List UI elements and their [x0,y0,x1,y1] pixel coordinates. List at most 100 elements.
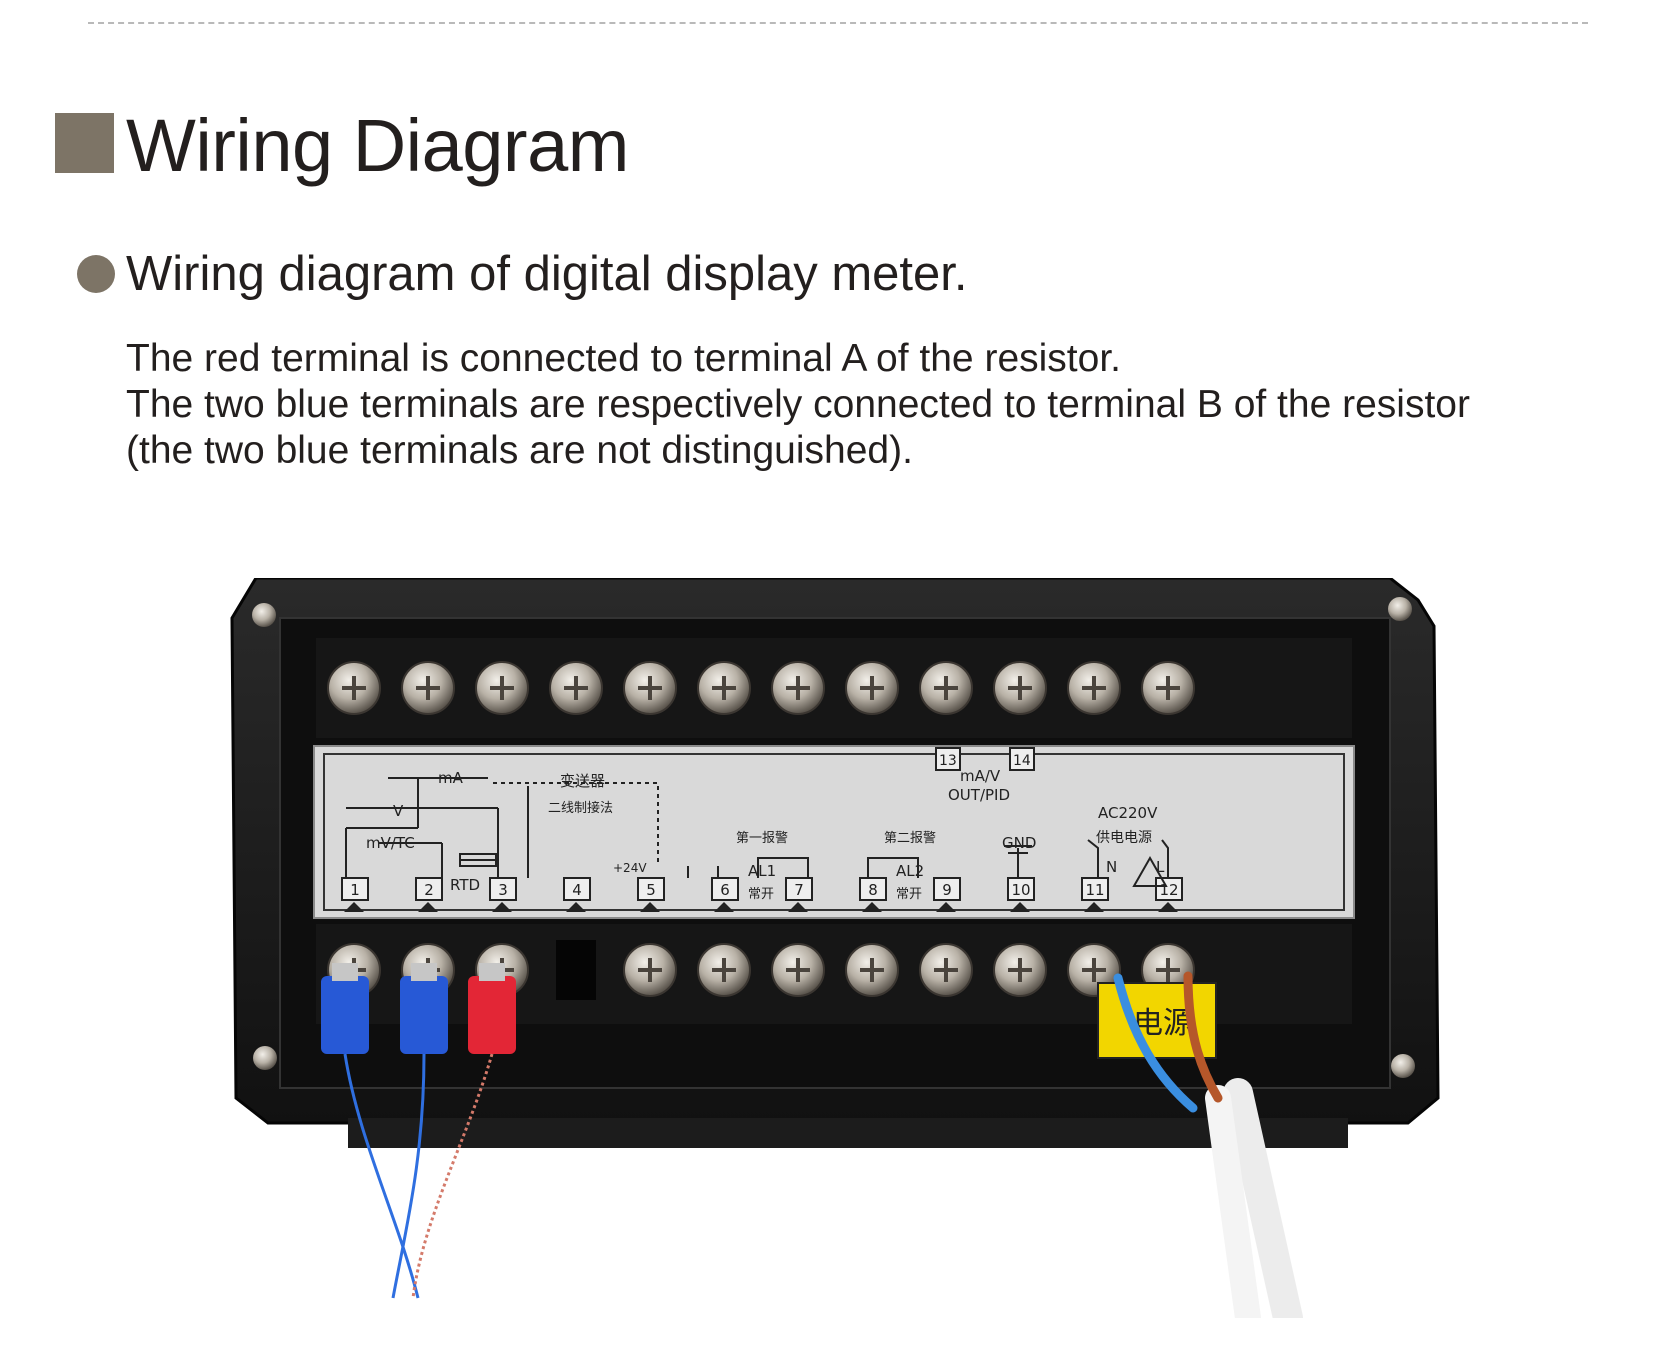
terminal-box-11 [1081,877,1109,901]
blue-connector-1 [321,963,369,1054]
terminal-number-5: 5 [646,881,656,899]
terminal-number-3: 3 [498,881,508,899]
power-cable [1113,971,1303,1318]
bottom-screw-slot-9 [934,958,958,982]
label-out-pid: OUT/PID [948,786,1010,804]
corner-screw-bl [253,1046,277,1070]
label-n: N [1106,858,1117,876]
terminal-number-8: 8 [868,881,878,899]
terminal-number-10: 10 [1011,881,1030,899]
bottom-screw-slot-8 [860,958,884,982]
rtd-resistor-symbol [459,853,497,867]
warning-sticker-text: 电源 [1133,1006,1193,1041]
label-two-wire: 二线制接法 [548,800,613,816]
terminal-arrow-3 [492,902,512,912]
terminal-arrow-11 [1084,902,1104,912]
bottom-screw-slot-11 [1082,958,1106,982]
description-line-2: The two blue terminals are respectively … [126,383,1470,426]
title-square-marker [55,113,114,173]
label-alarm1-title: 第一报警 [736,830,788,846]
terminal-box-8 [859,877,887,901]
label-out-ma: mA/V [960,767,1001,785]
terminal-13: 13 [939,753,957,769]
terminal-box-4 [563,877,591,901]
label-al1: AL1 [748,862,776,880]
terminal-number-12: 12 [1159,881,1178,899]
top-dashed-divider [88,22,1588,24]
label-transmitter: 变送器 [560,772,605,790]
terminal-box-1 [341,877,369,901]
terminal-box-3 [489,877,517,901]
terminal-arrow-9 [936,902,956,912]
top-screw-slot-2 [416,676,440,700]
terminal-number-11: 11 [1085,881,1104,899]
terminal-arrow-7 [788,902,808,912]
terminal-number-7: 7 [794,881,804,899]
top-screw-slot-5 [638,676,662,700]
empty-terminal-slot [556,940,596,1000]
sensor-wires [343,1053,494,1299]
terminal-arrow-1 [344,902,364,912]
label-24v: +24V [613,861,647,875]
label-mvtc: mV/TC [366,834,415,852]
terminal-arrow-2 [418,902,438,912]
terminal-box-10 [1007,877,1035,901]
bottom-screw-slot-7 [786,958,810,982]
terminal-number-6: 6 [720,881,730,899]
top-screw-slot-9 [934,676,958,700]
top-screw-slot-11 [1082,676,1106,700]
label-inner-border [323,753,1345,911]
terminal-arrow-12 [1158,902,1178,912]
terminal-arrow-5 [640,902,660,912]
top-screw-slot-3 [490,676,514,700]
corner-screw-tl [252,603,276,627]
top-screw-slot-1 [342,676,366,700]
blue-connector-2 [400,963,448,1054]
page-title: Wiring Diagram [126,104,629,187]
output-terminals: 13 14 [935,747,1035,771]
description-text: The red terminal is connected to termina… [126,336,1470,474]
description-line-1: The red terminal is connected to termina… [126,337,1121,380]
label-l: L [1156,858,1165,876]
top-screw-slot-6 [712,676,736,700]
label-al2-no: 常开 [896,887,922,902]
top-terminal-screws [327,661,1195,715]
top-terminal-block [316,638,1352,738]
label-al2: AL2 [896,862,924,880]
schematic-lines [345,777,1169,878]
corner-screw-tr [1388,597,1412,621]
bottom-screw-slot-6 [712,958,736,982]
terminal-arrow-8 [862,902,882,912]
description-line-3: (the two blue terminals are not distingu… [126,429,913,472]
label-gnd: GND [1002,834,1036,852]
bottom-screw-slot-12 [1156,958,1180,982]
terminal-number-2: 2 [424,881,434,899]
terminal-arrow-10 [1010,902,1030,912]
label-rtd: RTD [450,876,480,894]
corner-screw-br [1391,1054,1415,1078]
terminal-number-4: 4 [572,881,582,899]
terminal-box-5 [637,877,665,901]
label-alarm2-title: 第二报警 [884,830,936,846]
section-subtitle: Wiring diagram of digital display meter. [126,247,968,301]
terminal-box-2 [415,877,443,901]
top-screw-slot-7 [786,676,810,700]
top-screw-slot-4 [564,676,588,700]
terminal-number-1: 1 [350,881,360,899]
terminal-box-6 [711,877,739,901]
terminal-box-7 [785,877,813,901]
bullet-icon [77,255,115,293]
terminal-number-9: 9 [942,881,952,899]
warning-triangle-icon [1132,855,1168,887]
terminal-14: 14 [1013,753,1031,769]
meter-bottom-shadow [348,1118,1348,1148]
top-screw-slot-10 [1008,676,1032,700]
label-v: V [393,802,404,820]
bottom-screw-slot-10 [1008,958,1032,982]
red-connector [468,963,516,1054]
terminal-arrow-6 [714,902,734,912]
bottom-screw-slot-5 [638,958,662,982]
top-screw-slot-8 [860,676,884,700]
